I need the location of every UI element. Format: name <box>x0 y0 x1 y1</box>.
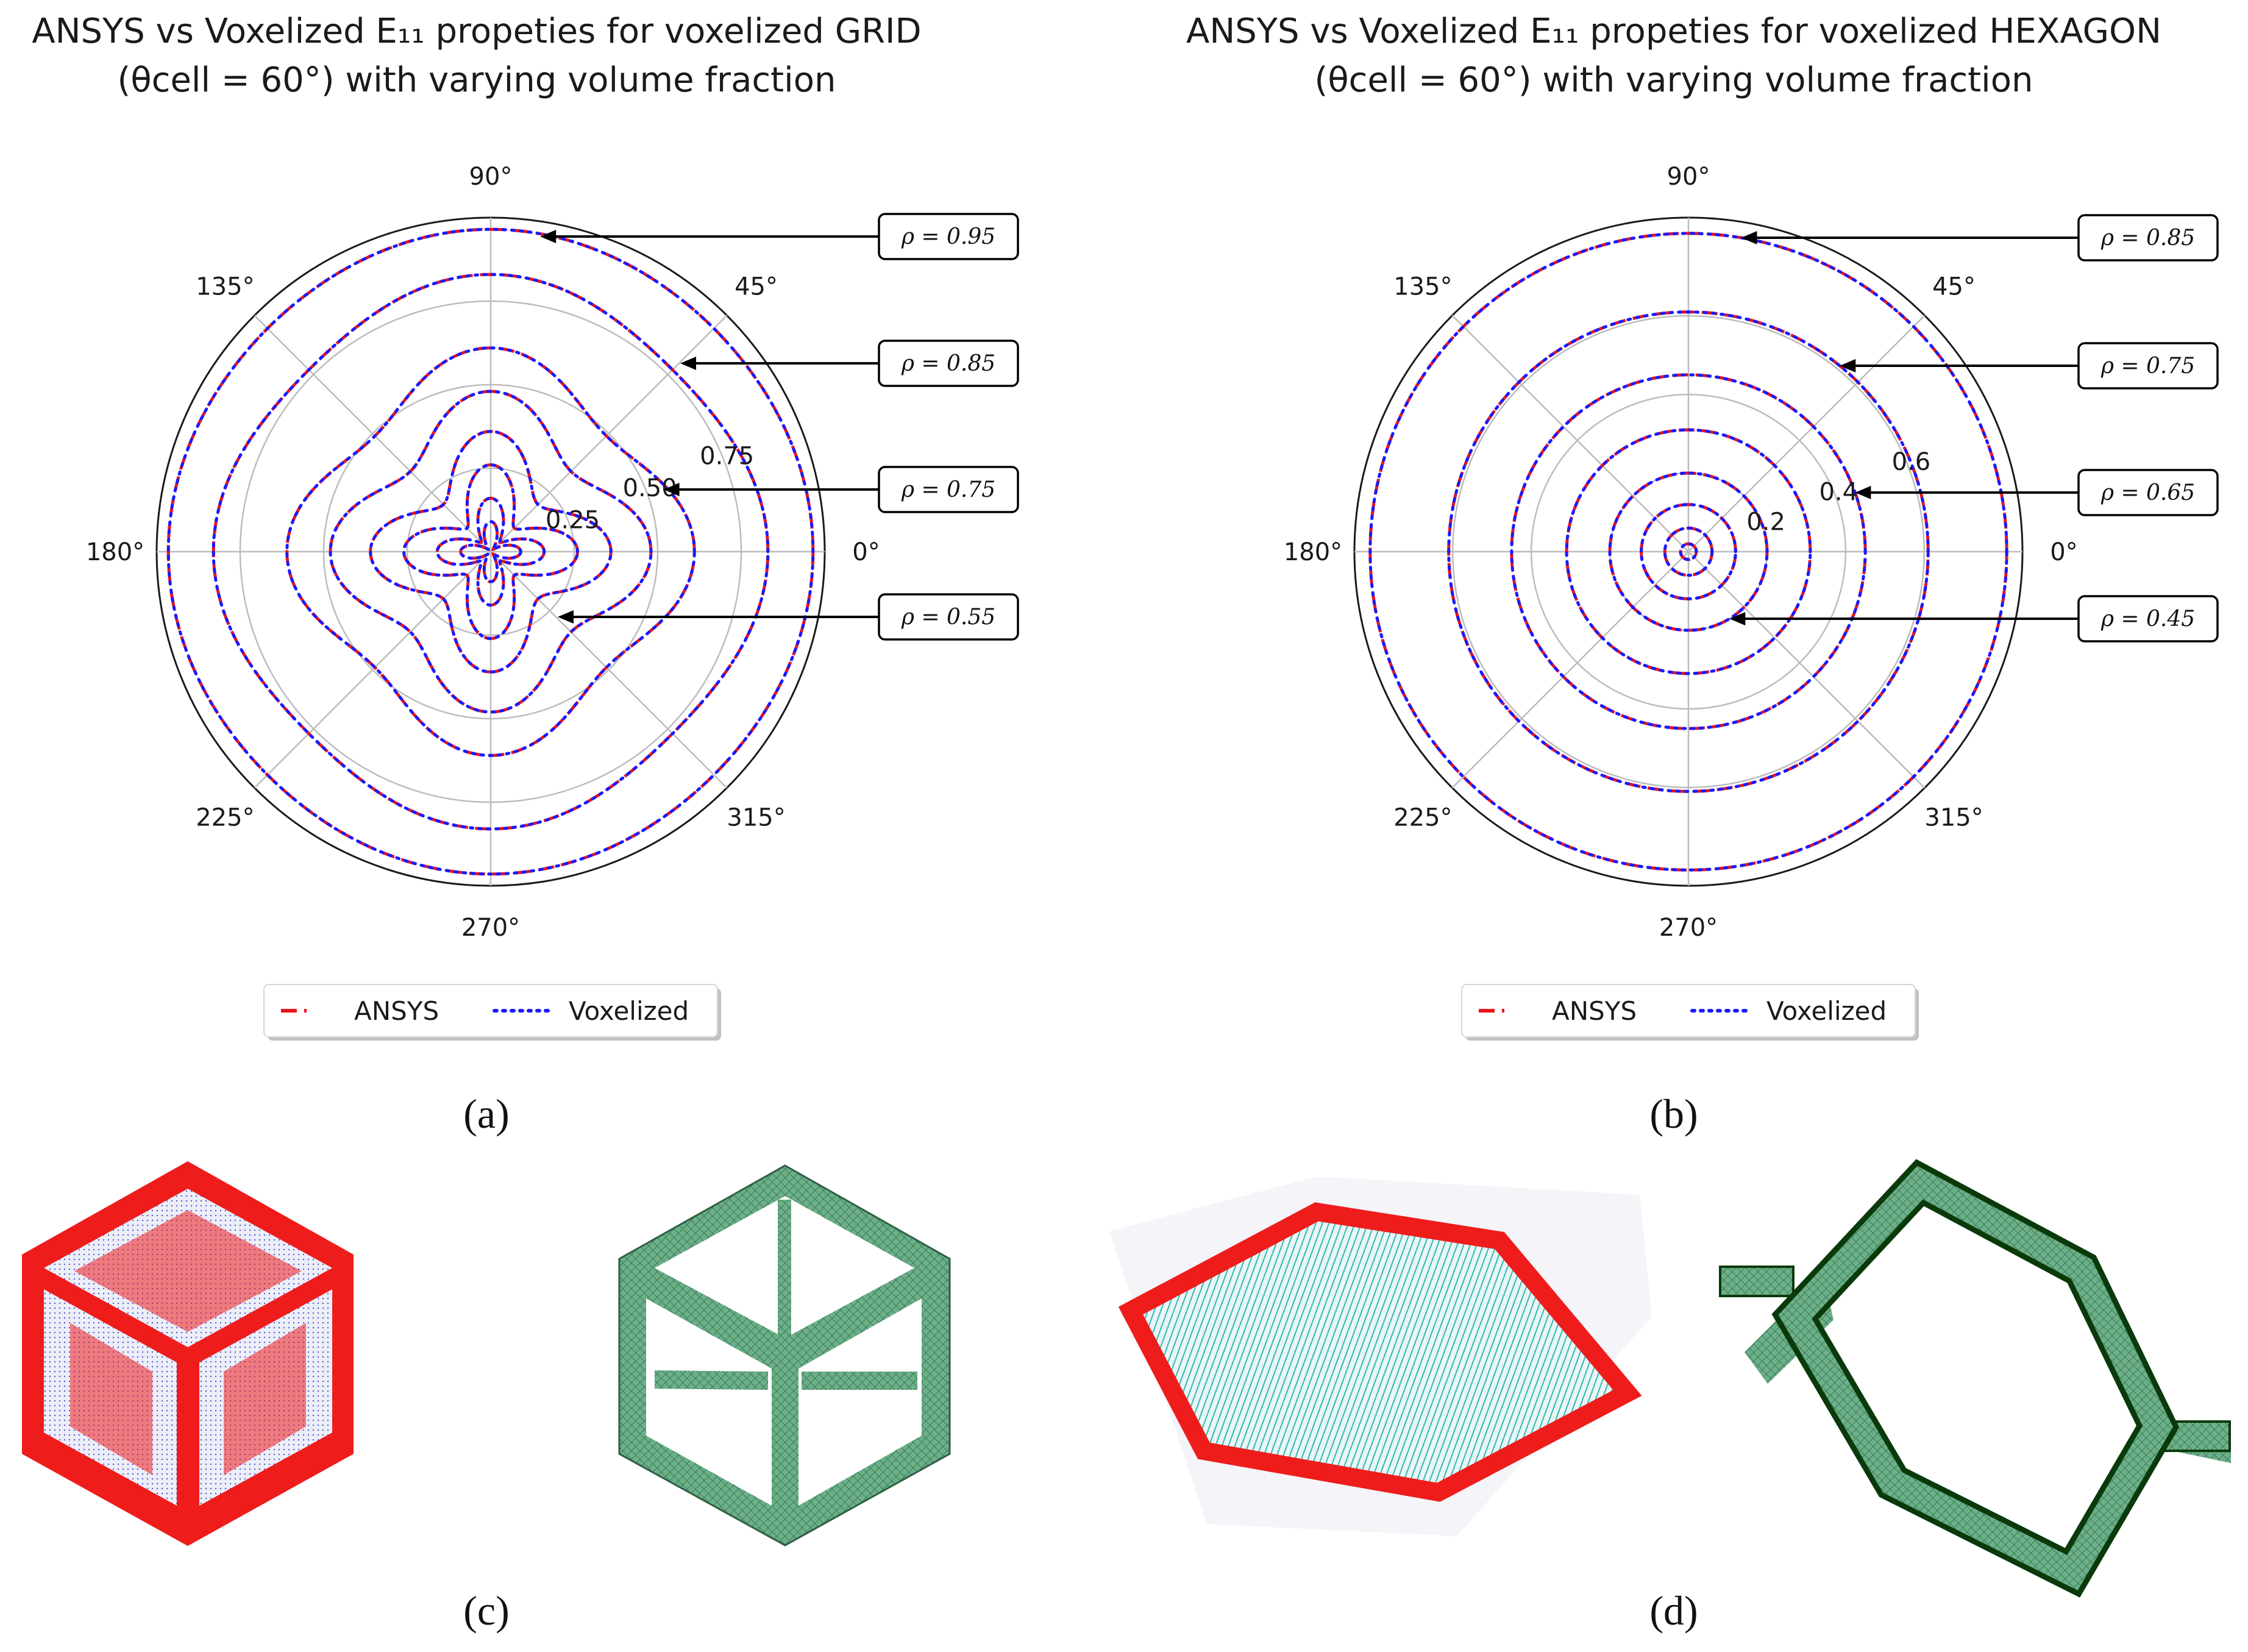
legend-label-ansys-b: ANSYS <box>1552 996 1637 1026</box>
caption-b: (b) <box>1649 1091 1698 1137</box>
voxelized-curve-a-7 <box>459 520 522 583</box>
angle-tick-label-a-1: 45° <box>735 272 778 301</box>
annotation-label-a-0: ρ = 0.95 <box>901 224 995 249</box>
angular-gridline-b-5 <box>1451 551 1689 789</box>
angle-tick-label-b-6: 270° <box>1659 914 1718 942</box>
voxelized-curve-b-4 <box>1608 471 1769 632</box>
legend-label-voxelized-b: Voxelized <box>1766 996 1887 1026</box>
annotation-label-a-2: ρ = 0.75 <box>901 477 995 502</box>
angular-gridline-a-7 <box>490 551 728 789</box>
angle-tick-label-a-2: 90° <box>469 163 513 191</box>
voxelized-curve-a-1 <box>212 272 770 831</box>
radial-tick-label-a-2: 0.75 <box>700 443 754 471</box>
voxelized-curve-b-3 <box>1565 428 1812 675</box>
annotation-label-a-3: ρ = 0.55 <box>901 605 995 630</box>
annotation-label-a-1: ρ = 0.85 <box>901 351 995 376</box>
caption-d: (d) <box>1649 1587 1698 1634</box>
annotation-arrowhead-a-3 <box>557 610 574 624</box>
caption-c: (c) <box>463 1587 509 1634</box>
angular-gridline-b-3 <box>1451 315 1689 552</box>
angular-gridline-a-5 <box>254 551 491 789</box>
voxelized-curve-b-7 <box>1679 542 1698 561</box>
voxelized-curve-a-4 <box>369 430 613 674</box>
annotation-arrowhead-a-2 <box>663 483 680 496</box>
angular-gridline-b-1 <box>1688 315 1926 552</box>
chart-b-polar-plot: 0° 45° 90° 135° 180° 225° 270° 315° 0.2 0.4 0.6 ρ =… <box>1284 163 2219 1041</box>
angular-gridline-a-3 <box>254 315 491 552</box>
voxelized-curve-b-6 <box>1663 526 1714 577</box>
chart-a-title-line2: (θcell = 60°) with varying volume fracti… <box>118 60 836 100</box>
angle-tick-label-b-7: 315° <box>1924 804 1983 832</box>
caption-a: (a) <box>463 1091 509 1137</box>
angle-tick-label-a-6: 270° <box>461 914 520 942</box>
voxelized-curve-a-6 <box>435 496 546 607</box>
voxelized-curve-b-5 <box>1640 503 1737 600</box>
annotation-arrowhead-b-1 <box>1840 359 1856 372</box>
angle-tick-label-a-5: 225° <box>196 804 254 832</box>
angle-tick-label-a-3: 135° <box>196 272 254 301</box>
angle-tick-label-a-0: 0° <box>852 538 880 566</box>
voxelized-curve-a-3 <box>329 390 653 714</box>
angular-gridline-b-7 <box>1688 551 1926 789</box>
annotation-label-b-0: ρ = 0.85 <box>2100 226 2195 251</box>
ansys-hexagon-image <box>1719 1159 2231 1598</box>
annotation-box-a-2 <box>878 466 1019 513</box>
annotation-box-b-1 <box>2077 342 2219 390</box>
angle-tick-label-b-1: 45° <box>1932 272 1976 301</box>
legend-box-a <box>263 984 718 1038</box>
annotation-label-b-2: ρ = 0.65 <box>2100 480 2195 505</box>
radial-tick-label-a-0: 0.25 <box>546 507 600 535</box>
radial-tick-label-b-2: 0.6 <box>1892 448 1931 476</box>
legend-label-voxelized-a: Voxelized <box>569 996 689 1026</box>
angle-tick-label-b-0: 0° <box>2050 538 2077 566</box>
voxelized-hexagon-image <box>1109 1177 1652 1536</box>
annotation-box-a-3 <box>878 593 1019 641</box>
ansys-grid-cube-image <box>618 1164 951 1547</box>
annotation-box-a-0 <box>878 213 1019 260</box>
voxelized-curve-a-5 <box>402 463 579 641</box>
annotation-arrowhead-b-0 <box>1741 231 1757 244</box>
annotation-label-b-1: ρ = 0.75 <box>2100 354 2195 379</box>
voxelized-curve-b-1 <box>1447 310 1930 793</box>
chart-b-title-line2: (θcell = 60°) with varying volume fracti… <box>1315 60 2033 100</box>
chart-a-title-line1: ANSYS vs Voxelized E₁₁ propeties for vox… <box>32 12 921 51</box>
annotation-arrowhead-a-1 <box>680 357 696 370</box>
chart-b-title-line1: ANSYS vs Voxelized E₁₁ propeties for vox… <box>1186 12 2161 51</box>
angle-tick-label-a-7: 315° <box>727 804 785 832</box>
voxelized-curve-b-0 <box>1368 232 2008 872</box>
legend-box-b <box>1461 984 1916 1038</box>
angle-tick-label-a-4: 180° <box>86 538 144 566</box>
voxelized-curve-b-2 <box>1510 373 1867 730</box>
angle-tick-label-b-4: 180° <box>1284 538 1342 566</box>
angular-gridline-a-1 <box>490 315 728 552</box>
angle-tick-label-b-5: 225° <box>1393 804 1452 832</box>
annotation-arrowhead-b-3 <box>1729 612 1746 625</box>
angle-tick-label-b-3: 135° <box>1393 272 1452 301</box>
annotation-arrowhead-b-2 <box>1855 486 1871 499</box>
annotation-arrowhead-a-0 <box>540 230 557 243</box>
annotation-box-a-1 <box>878 340 1019 387</box>
radial-tick-label-b-0: 0.2 <box>1746 508 1785 536</box>
annotation-box-b-2 <box>2077 469 2219 516</box>
angle-tick-label-b-2: 90° <box>1667 163 1710 191</box>
voxelized-grid-cube-image <box>22 1161 354 1546</box>
voxelized-curve-a-0 <box>166 227 815 876</box>
annotation-label-b-3: ρ = 0.45 <box>2100 607 2195 632</box>
radial-tick-label-b-1: 0.4 <box>1819 478 1858 506</box>
legend-label-ansys-a: ANSYS <box>354 996 439 1026</box>
chart-a-polar-plot: 0°45°90°135°180°225°270°315°0.250.500.75… <box>86 163 1019 1041</box>
annotation-box-b-3 <box>2077 595 2219 643</box>
voxelized-curve-a-2 <box>285 346 696 757</box>
annotation-box-b-0 <box>2077 214 2219 262</box>
